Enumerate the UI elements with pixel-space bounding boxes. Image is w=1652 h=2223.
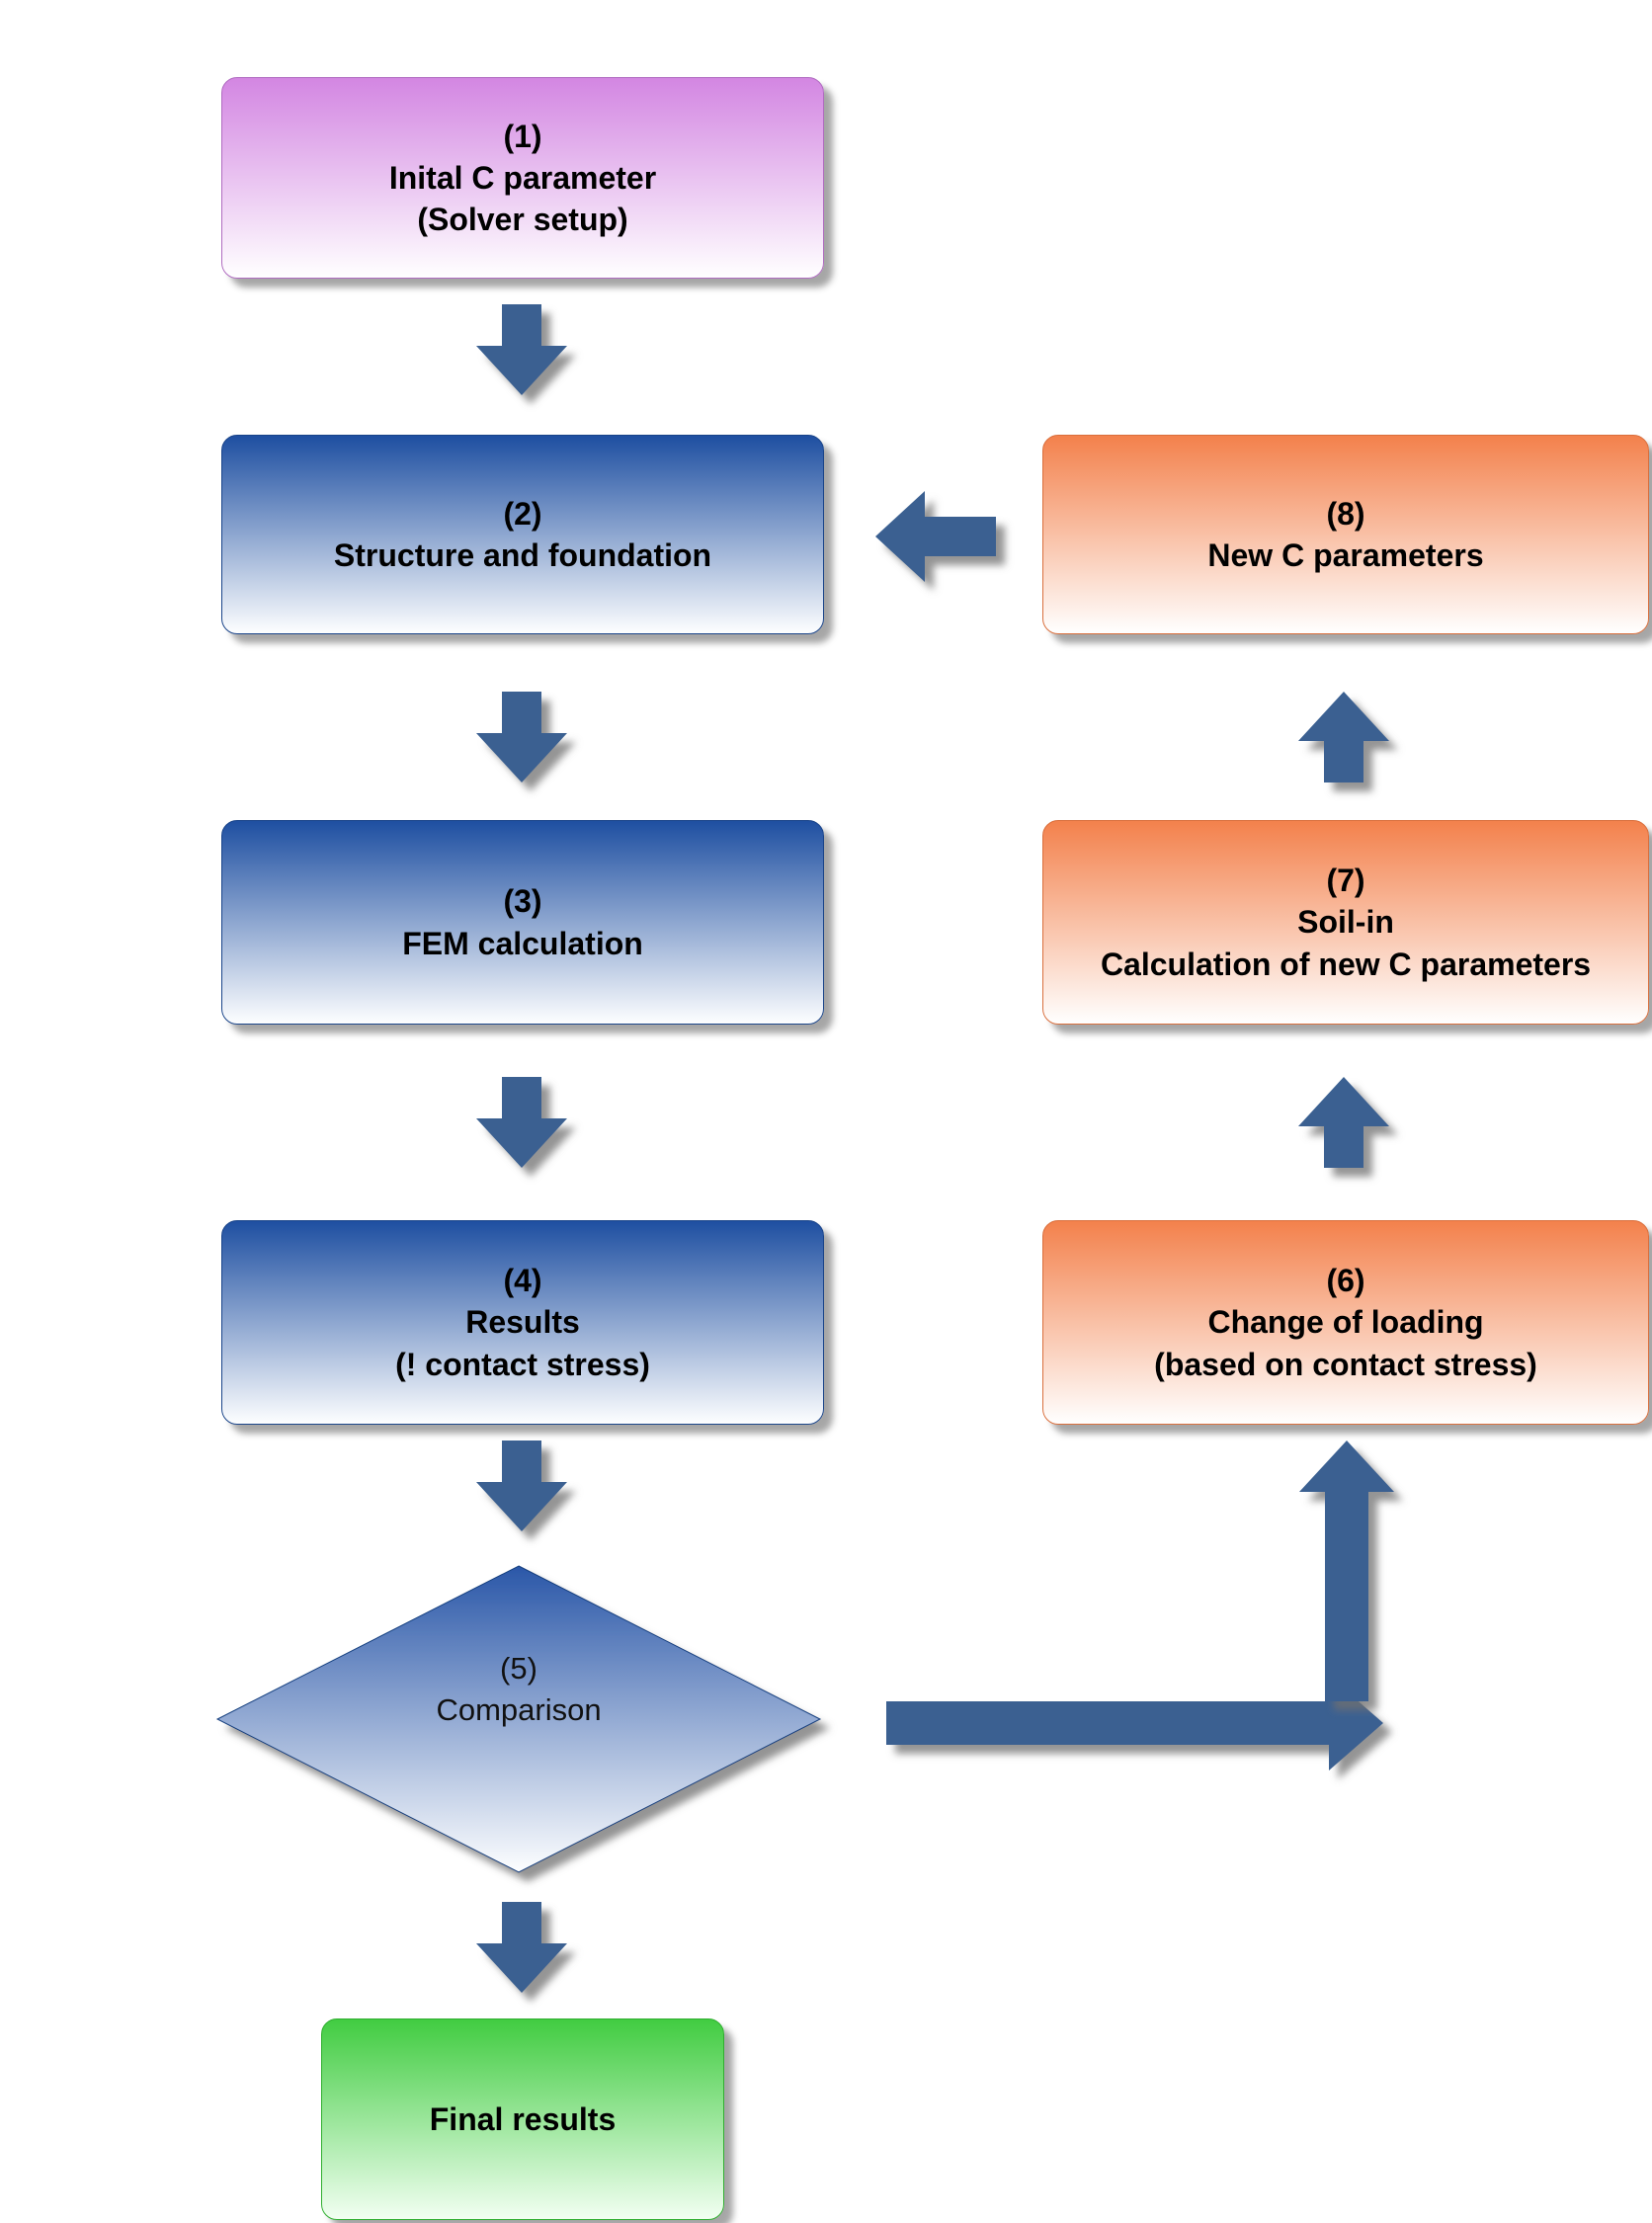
node-3-line-2: FEM calculation <box>402 925 643 961</box>
node-4-line-2: Results <box>465 1304 580 1341</box>
arrow-7-to-8 <box>1298 692 1389 782</box>
arrow-up-to-6 <box>1299 1441 1394 1701</box>
node-1-line-2: Inital C parameter <box>388 159 657 196</box>
node-5-line-1: (5) <box>500 1651 537 1686</box>
node-8-box: (8) New C parameters <box>1042 435 1649 634</box>
arrow-1-to-2 <box>476 304 567 395</box>
node-6-line-3: (based on contact stress) <box>1154 1346 1537 1382</box>
node-3-line-1: (3) <box>503 883 542 920</box>
arrow-6-to-7 <box>1298 1077 1389 1168</box>
node-6-box: (6) Change of loading (based on contact … <box>1042 1220 1649 1425</box>
node-7-line-2: Soil-in <box>1297 904 1394 941</box>
node-1-line-1: (1) <box>503 118 542 154</box>
node-6-line-1: (6) <box>1326 1263 1365 1299</box>
arrow-5-to-final <box>476 1902 567 1993</box>
node-3-box: (3) FEM calculation <box>221 820 824 1025</box>
decision-diamond-5 <box>215 1565 822 1873</box>
node-6-line-2: Change of loading <box>1207 1304 1484 1341</box>
node-5-label: (5) Comparison <box>221 1648 816 1731</box>
node-5-line-2: Comparison <box>436 1691 602 1727</box>
node-4-line-3: (! contact stress) <box>395 1346 650 1382</box>
arrow-4-to-5 <box>476 1441 567 1531</box>
node-8-line-1: (8) <box>1326 495 1365 532</box>
node-2-box: (2) Structure and foundation <box>221 435 824 634</box>
arrow-5-right <box>886 1676 1383 1770</box>
node-1-box: (1) Inital C parameter (Solver setup) <box>221 77 824 279</box>
node-4-line-1: (4) <box>503 1263 542 1299</box>
node-8-line-2: New C parameters <box>1207 537 1484 573</box>
final-results-line-1: Final results <box>429 2100 617 2137</box>
final-results-box: Final results <box>321 2018 724 2220</box>
arrow-2-to-3 <box>476 692 567 782</box>
node-7-line-3: Calculation of new C parameters <box>1100 946 1592 982</box>
arrow-3-to-4 <box>476 1077 567 1168</box>
node-7-line-1: (7) <box>1326 863 1365 899</box>
node-1-line-3: (Solver setup) <box>417 202 628 238</box>
node-2-line-1: (2) <box>503 495 542 532</box>
node-7-box: (7) Soil-in Calculation of new C paramet… <box>1042 820 1649 1025</box>
node-4-box: (4) Results (! contact stress) <box>221 1220 824 1425</box>
arrow-8-to-2 <box>875 491 996 582</box>
node-2-line-2: Structure and foundation <box>333 537 712 573</box>
